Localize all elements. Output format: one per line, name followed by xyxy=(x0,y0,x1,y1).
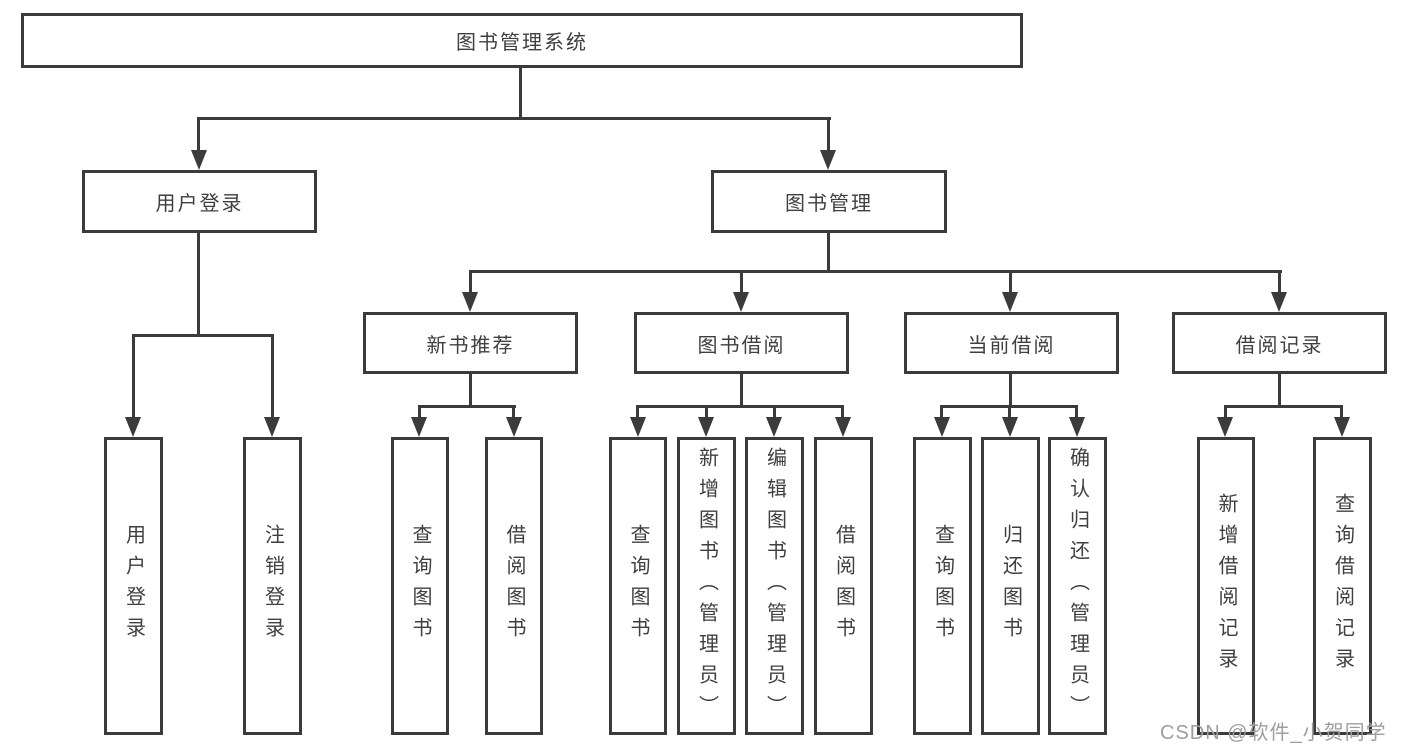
arrow-down-icon xyxy=(462,292,478,312)
leaf-query-books-borrow: 查询图书 xyxy=(609,437,667,735)
connector-l3-drop-3 xyxy=(1009,270,1012,295)
connector-l3-drop-4 xyxy=(1278,270,1281,295)
connector-newbook-drop-2 xyxy=(512,405,515,419)
node-book-management: 图书管理 xyxy=(711,170,947,233)
arrow-down-icon xyxy=(630,417,646,437)
leaf-add-borrow-record: 新增借阅记录 xyxy=(1197,437,1255,735)
leaf-label: 归还图书 xyxy=(999,524,1022,648)
arrow-down-icon xyxy=(1002,417,1018,437)
connector-current-drop-3 xyxy=(1075,405,1078,419)
connector-root-stub xyxy=(519,66,522,119)
arrow-down-icon xyxy=(733,292,749,312)
leaf-label: 编辑图书（管理员） xyxy=(763,446,786,726)
node-label: 当前借阅 xyxy=(967,334,1056,357)
connector-userlogin-drop-left xyxy=(132,334,135,419)
node-borrow-records: 借阅记录 xyxy=(1172,312,1387,374)
connector-records-drop-1 xyxy=(1224,405,1227,419)
connector-current-drop-1 xyxy=(940,405,943,419)
connector-newbook-stub xyxy=(469,374,472,407)
connector-userlogin-stub xyxy=(197,233,200,336)
connector-borrow-drop-4 xyxy=(841,405,844,419)
connector-current-stub xyxy=(1009,374,1012,407)
node-label: 图书管理 xyxy=(785,193,873,215)
connector-userlogin-hline xyxy=(132,334,274,337)
leaf-label: 查询图书 xyxy=(409,524,431,648)
arrow-down-icon xyxy=(506,417,522,437)
connector-borrow-hline xyxy=(636,405,844,408)
node-book-borrow: 图书借阅 xyxy=(634,312,849,374)
node-current-borrow: 当前借阅 xyxy=(904,312,1119,374)
arrow-down-icon xyxy=(766,417,782,437)
leaf-add-books-admin: 新增图书（管理员） xyxy=(677,437,736,735)
node-new-book-recommend: 新书推荐 xyxy=(363,312,578,374)
connector-records-hline xyxy=(1224,405,1342,408)
arrow-down-icon xyxy=(264,417,280,437)
connector-newbook-hline xyxy=(418,405,516,408)
leaf-return-books: 归还图书 xyxy=(981,437,1040,735)
connector-l2-hline xyxy=(197,117,831,120)
connector-l3-hline xyxy=(469,270,1282,273)
leaf-logout: 注销登录 xyxy=(243,437,302,735)
leaf-label: 确认归还（管理员） xyxy=(1066,446,1089,726)
leaf-label: 查询图书 xyxy=(627,524,649,648)
leaf-borrow-books: 借阅图书 xyxy=(814,437,873,735)
arrow-down-icon xyxy=(191,150,207,170)
leaf-label: 新增借阅记录 xyxy=(1215,493,1237,679)
leaf-label: 查询图书 xyxy=(931,524,954,648)
node-label: 图书借阅 xyxy=(697,334,786,357)
connector-l2-drop-left xyxy=(197,117,200,152)
node-label: 借阅记录 xyxy=(1235,334,1324,357)
leaf-label: 借阅图书 xyxy=(503,524,525,648)
arrow-down-icon xyxy=(411,417,427,437)
connector-l3-drop-1 xyxy=(469,270,472,295)
leaf-query-books-recommend: 查询图书 xyxy=(391,437,449,735)
arrow-down-icon xyxy=(820,150,836,170)
arrow-down-icon xyxy=(1334,417,1350,437)
leaf-label: 注销登录 xyxy=(261,524,284,648)
leaf-borrow-books-recommend: 借阅图书 xyxy=(485,437,543,735)
connector-newbook-drop-1 xyxy=(418,405,421,419)
leaf-edit-books-admin: 编辑图书（管理员） xyxy=(745,437,804,735)
arrow-down-icon xyxy=(1217,417,1233,437)
node-label: 图书管理系统 xyxy=(456,32,588,54)
leaf-confirm-return-admin: 确认归还（管理员） xyxy=(1048,437,1107,735)
arrow-down-icon xyxy=(934,417,950,437)
node-user-login: 用户登录 xyxy=(82,170,317,233)
node-library-system: 图书管理系统 xyxy=(21,13,1023,68)
connector-borrow-stub xyxy=(740,374,743,407)
connector-userlogin-drop-right xyxy=(271,334,274,419)
connector-records-drop-2 xyxy=(1340,405,1343,419)
connector-l2-drop-right xyxy=(827,117,830,152)
arrow-down-icon xyxy=(1002,292,1018,312)
arrow-down-icon xyxy=(1069,417,1085,437)
connector-l3-drop-2 xyxy=(740,270,743,295)
node-label: 用户登录 xyxy=(155,193,244,215)
arrow-down-icon xyxy=(835,417,851,437)
connector-borrow-drop-1 xyxy=(636,405,639,419)
leaf-label: 借阅图书 xyxy=(832,524,855,648)
connector-borrow-drop-3 xyxy=(773,405,776,419)
arrow-down-icon xyxy=(1271,292,1287,312)
arrow-down-icon xyxy=(125,417,141,437)
connector-borrow-drop-2 xyxy=(705,405,708,419)
leaf-label: 查询借阅记录 xyxy=(1331,493,1354,679)
node-label: 新书推荐 xyxy=(426,334,515,357)
connector-records-stub xyxy=(1278,374,1281,407)
leaf-query-borrow-record: 查询借阅记录 xyxy=(1313,437,1372,735)
leaf-query-books-current: 查询图书 xyxy=(913,437,972,735)
leaf-label: 用户登录 xyxy=(122,524,145,648)
connector-current-drop-2 xyxy=(1008,405,1011,419)
arrow-down-icon xyxy=(698,417,714,437)
connector-bookmgmt-stub xyxy=(827,233,830,272)
csdn-watermark: CSDN @软件_小贺同学 xyxy=(1160,722,1387,744)
leaf-user-login: 用户登录 xyxy=(104,437,163,735)
leaf-label: 新增图书（管理员） xyxy=(695,446,718,726)
